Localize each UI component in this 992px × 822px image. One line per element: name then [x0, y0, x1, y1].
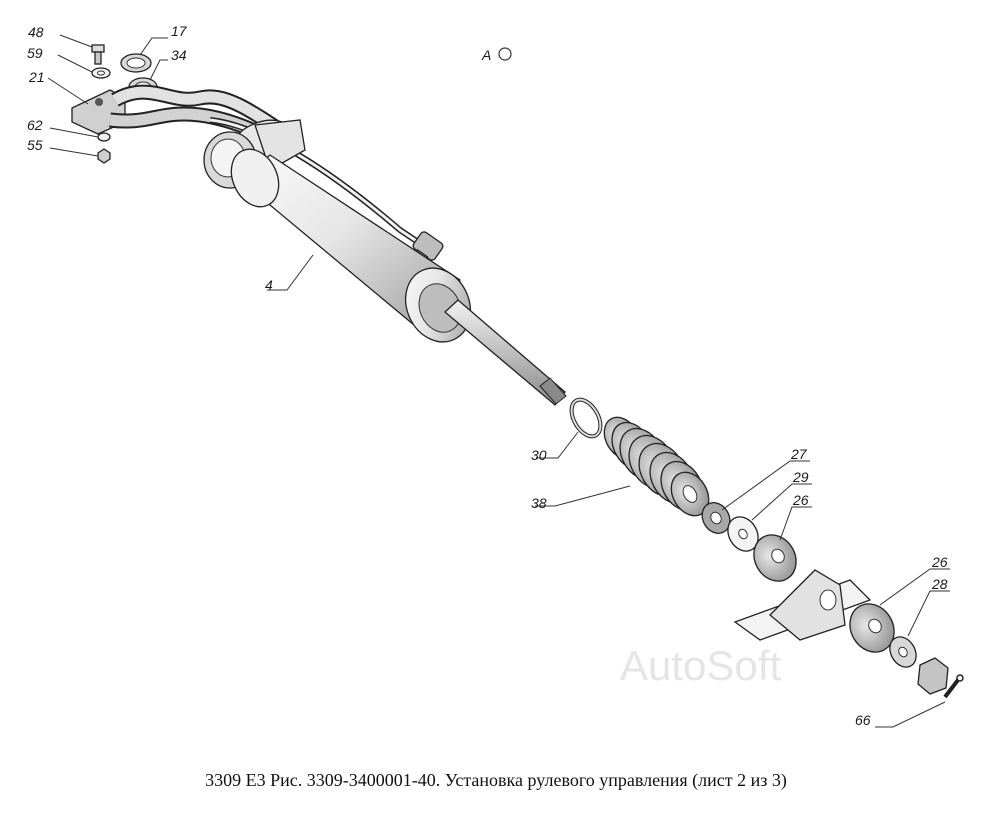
- callout-55: 55: [27, 137, 43, 153]
- callout-62: 62: [27, 117, 43, 133]
- callout-17: 17: [171, 23, 188, 39]
- view-marker-circle-icon: [498, 47, 512, 61]
- callout-28: 28: [931, 576, 948, 592]
- figure-caption: 3309 Е3 Рис. 3309-3400001-40. Установка …: [205, 770, 787, 790]
- callout-59: 59: [27, 45, 43, 61]
- rubber-cushion-26-lower: [849, 603, 895, 653]
- retaining-ring-30: [569, 397, 603, 439]
- mounting-bracket: [733, 569, 872, 641]
- callout-48: 48: [28, 24, 44, 40]
- callout-26-lower: 26: [931, 554, 948, 570]
- seal-ring-17: [120, 53, 152, 73]
- washer-62: [97, 132, 111, 142]
- nut-55: [97, 148, 111, 164]
- callout-27: 27: [790, 446, 808, 462]
- callout-4: 4: [265, 277, 273, 293]
- view-marker: А: [481, 47, 512, 63]
- power-cylinder-4: [203, 119, 472, 343]
- callout-66: 66: [855, 712, 871, 728]
- callout-26-upper: 26: [792, 492, 809, 508]
- washer-27: [701, 502, 731, 534]
- callout-29: 29: [792, 469, 809, 485]
- watermark: AutoSoft: [620, 642, 781, 689]
- washer-29: [727, 516, 759, 552]
- piston-rod: [444, 299, 567, 406]
- callout-38: 38: [531, 495, 547, 511]
- cotter-pin-66: [943, 674, 964, 699]
- callout-30: 30: [531, 447, 547, 463]
- protective-boot-38: [603, 416, 710, 517]
- leader-lines: [47, 34, 950, 728]
- castle-nut: [917, 657, 949, 695]
- callout-34: 34: [171, 47, 187, 63]
- washer-28: [889, 636, 917, 668]
- svg-text:А: А: [481, 47, 491, 63]
- bolt-48: [91, 44, 105, 65]
- callout-labels: 48 59 21 62 55 17 34 4 30 38 27 29 26 26…: [27, 23, 948, 728]
- callout-21: 21: [28, 69, 45, 85]
- rubber-cushion-26-upper: [753, 534, 797, 582]
